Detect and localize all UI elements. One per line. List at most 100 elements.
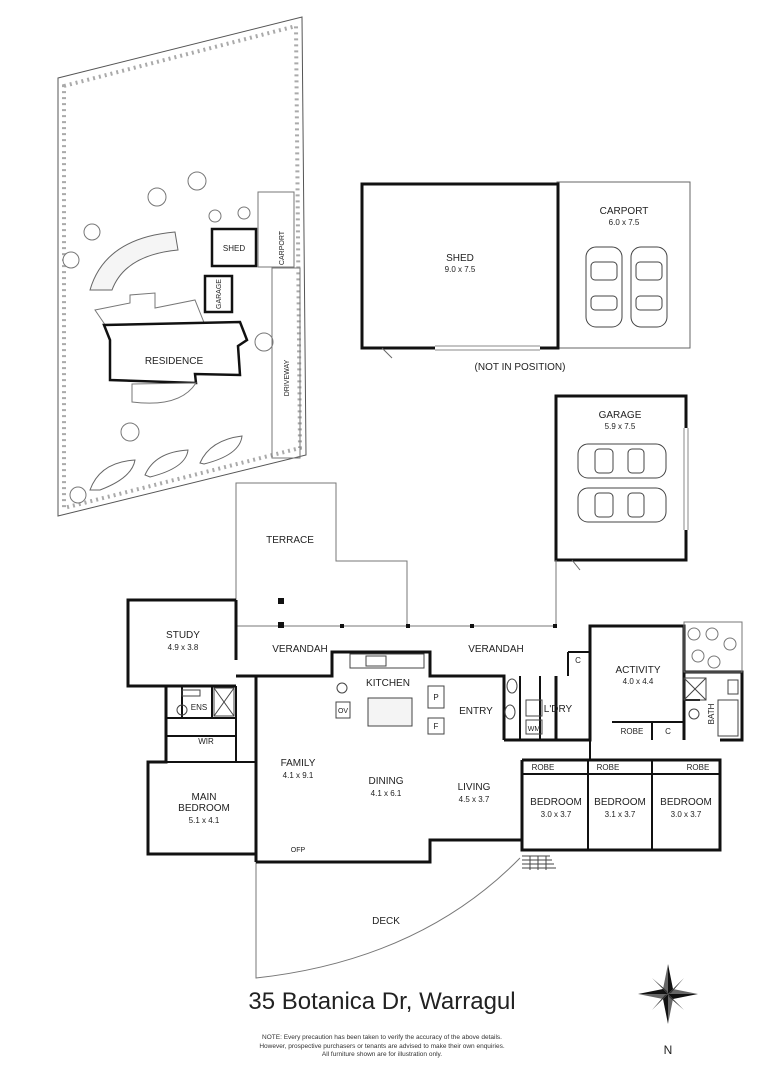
property-address: 35 Botanica Dr, Warragul bbox=[248, 988, 516, 1015]
steps bbox=[522, 855, 556, 870]
site-deck bbox=[131, 382, 197, 404]
fixtures bbox=[176, 653, 739, 737]
carport-name: CARPORT bbox=[600, 206, 649, 217]
car-icon bbox=[577, 487, 667, 523]
driveway bbox=[271, 267, 301, 459]
dining-dimensions: 4.1 x 6.1 bbox=[371, 789, 402, 798]
living-label: LIVING bbox=[458, 782, 491, 793]
bedroom-2-label: BEDROOM bbox=[530, 797, 582, 808]
bath-label: BATH bbox=[707, 703, 716, 724]
main-bedroom-label-1: MAIN bbox=[192, 792, 217, 803]
north-label: N bbox=[664, 1043, 673, 1057]
garden-bed bbox=[89, 459, 136, 491]
bedroom-4-label: BEDROOM bbox=[660, 797, 712, 808]
carport-dimensions: 6.0 x 7.5 bbox=[609, 218, 640, 227]
kitchen-label: KITCHEN bbox=[366, 678, 410, 689]
terrace-area bbox=[235, 482, 408, 627]
main-bedroom-dimensions: 5.1 x 4.1 bbox=[189, 816, 220, 825]
garden-bed bbox=[199, 435, 243, 465]
shed-carport: SHED 9.0 x 7.5 CARPORT 6.0 x 7.5 (NOT IN… bbox=[360, 181, 691, 373]
garage: GARAGE 5.9 x 7.5 bbox=[554, 394, 689, 571]
flower-icon bbox=[705, 627, 719, 641]
site-shed-label: SHED bbox=[223, 244, 245, 253]
dining-label: DINING bbox=[369, 776, 404, 787]
bedroom-3-dimensions: 3.1 x 3.7 bbox=[605, 810, 636, 819]
garage-dimensions: 5.9 x 7.5 bbox=[605, 422, 636, 431]
deck-area bbox=[255, 857, 521, 979]
house: TERRACE DECK bbox=[126, 482, 744, 979]
driveway-label: DRIVEWAY bbox=[284, 359, 291, 396]
car-icon bbox=[630, 246, 668, 328]
ensuite-label: ENS bbox=[191, 703, 207, 712]
laundry-label: L'DRY bbox=[544, 704, 573, 715]
flower-icon bbox=[687, 627, 701, 641]
disclaimer-line: NOTE: Every precaution has been taken to… bbox=[262, 1034, 502, 1041]
entry-label: ENTRY bbox=[459, 706, 493, 717]
site-residence-label: RESIDENCE bbox=[145, 356, 204, 367]
robe-label: ROBE bbox=[532, 763, 555, 772]
tree-icon bbox=[69, 486, 87, 504]
garden-bed bbox=[89, 231, 179, 291]
activity-dimensions: 4.0 x 4.4 bbox=[623, 677, 654, 686]
tree-icon bbox=[208, 209, 222, 223]
verandah-left-label: VERANDAH bbox=[272, 644, 328, 655]
oven-label: OV bbox=[338, 708, 348, 715]
compass-icon: N bbox=[638, 964, 698, 1057]
car-icon bbox=[577, 443, 667, 479]
terrace-label: TERRACE bbox=[266, 535, 314, 546]
site-shed bbox=[210, 227, 258, 268]
tree-icon bbox=[254, 332, 274, 352]
study-label: STUDY bbox=[166, 630, 200, 641]
tree-icon bbox=[120, 422, 140, 442]
tree-icon bbox=[62, 251, 80, 269]
tree-icon bbox=[237, 206, 251, 220]
garage-name: GARAGE bbox=[599, 410, 642, 421]
deck-label: DECK bbox=[372, 916, 400, 927]
tree-icon bbox=[187, 171, 207, 191]
fireplace-label: OFP bbox=[291, 847, 306, 854]
site-garage-label: GARAGE bbox=[216, 279, 223, 309]
main-bedroom-label-2: BEDROOM bbox=[178, 803, 230, 814]
flower-icon bbox=[707, 655, 721, 669]
car-icon bbox=[585, 246, 623, 328]
disclaimer-line: All furniture shown are for illustration… bbox=[321, 1051, 443, 1058]
bedroom-4-dimensions: 3.0 x 3.7 bbox=[671, 810, 702, 819]
site-boundary bbox=[57, 16, 307, 517]
site-carport bbox=[257, 191, 295, 268]
carport-outline bbox=[556, 181, 691, 349]
site-residence bbox=[102, 320, 249, 385]
fridge-label: F bbox=[434, 722, 439, 731]
not-in-position-note: (NOT IN POSITION) bbox=[475, 362, 566, 373]
flower-icon bbox=[723, 637, 737, 651]
shed-dimensions: 9.0 x 7.5 bbox=[445, 265, 476, 274]
site-plan: DRIVEWAY CARPORT SHED GARAGE RESIDENCE bbox=[57, 16, 307, 517]
activity-label: ACTIVITY bbox=[615, 665, 660, 676]
bedroom-2-dimensions: 3.0 x 3.7 bbox=[541, 810, 572, 819]
site-garage bbox=[203, 274, 234, 314]
family-label: FAMILY bbox=[281, 758, 316, 769]
bedroom-3-label: BEDROOM bbox=[594, 797, 646, 808]
disclaimer-line: However, prospective purchasers or tenan… bbox=[259, 1042, 505, 1050]
cooktop-icon bbox=[336, 682, 348, 694]
pantry-label: P bbox=[433, 693, 438, 702]
shed-name: SHED bbox=[446, 253, 474, 264]
flower-bed bbox=[683, 621, 743, 673]
family-dimensions: 4.1 x 9.1 bbox=[283, 771, 314, 780]
external-walls bbox=[126, 598, 744, 864]
flower-icon bbox=[691, 649, 705, 663]
site-carport-label: CARPORT bbox=[279, 230, 286, 265]
robe-label: ROBE bbox=[597, 763, 620, 772]
shed-outline bbox=[360, 182, 560, 350]
tree-icon bbox=[83, 223, 101, 241]
robe-label: ROBE bbox=[687, 763, 710, 772]
study-dimensions: 4.9 x 3.8 bbox=[168, 643, 199, 652]
cupboard-label: C bbox=[665, 727, 671, 736]
garden-bed bbox=[144, 449, 189, 478]
washing-machine-label: WM bbox=[528, 726, 541, 733]
robe-label: ROBE bbox=[621, 727, 644, 736]
living-dimensions: 4.5 x 3.7 bbox=[459, 795, 490, 804]
kitchen-island bbox=[367, 697, 413, 727]
disclaimer-note: NOTE: Every precaution has been taken to… bbox=[0, 1034, 764, 1060]
kitchen-bench bbox=[349, 653, 425, 669]
